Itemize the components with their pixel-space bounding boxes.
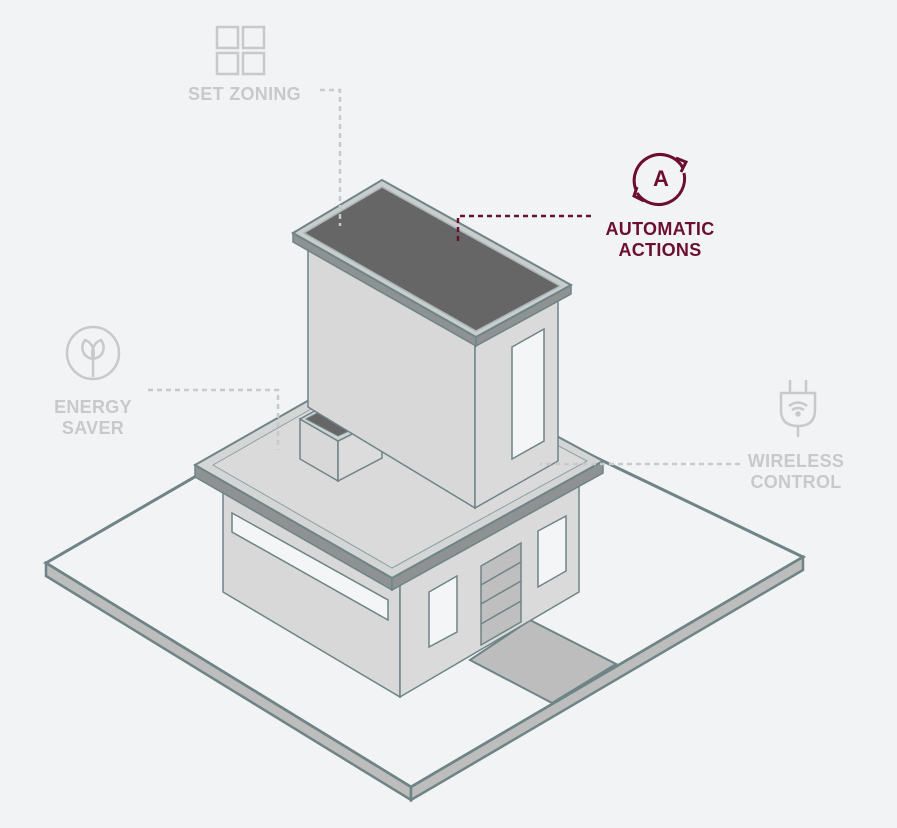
automatic-actions-label[interactable]: AUTOMATIC ACTIONS xyxy=(598,219,722,261)
wireless-control-line1: WIRELESS xyxy=(747,451,845,471)
wireless-control-label[interactable]: WIRELESS CONTROL xyxy=(741,451,851,493)
garage-window xyxy=(231,511,389,622)
tower-window xyxy=(511,327,545,461)
automatic-actions-line1: AUTOMATIC xyxy=(605,219,715,239)
auto-cycle-glyph: A xyxy=(653,166,669,191)
front-window-right xyxy=(537,514,567,589)
grid-icon xyxy=(215,25,266,76)
set-zoning-label[interactable]: SET ZONING xyxy=(185,84,304,105)
energy-saver-line2: SAVER xyxy=(61,418,125,438)
front-window-left xyxy=(428,574,458,649)
set-zoning-text: SET ZONING xyxy=(187,84,301,104)
automatic-actions-line2: ACTIONS xyxy=(618,240,702,260)
energy-saver-label[interactable]: ENERGY SAVER xyxy=(45,397,141,439)
tower-roof xyxy=(291,178,574,348)
wireless-control-line2: CONTROL xyxy=(750,472,842,492)
connector-lines xyxy=(148,88,740,466)
upper-tower xyxy=(307,238,559,510)
leaf-icon xyxy=(65,325,121,381)
front-door xyxy=(480,541,522,647)
plug-wifi-icon xyxy=(779,380,817,437)
energy-saver-line1: ENERGY xyxy=(54,397,132,417)
auto-cycle-icon: A xyxy=(632,153,689,207)
